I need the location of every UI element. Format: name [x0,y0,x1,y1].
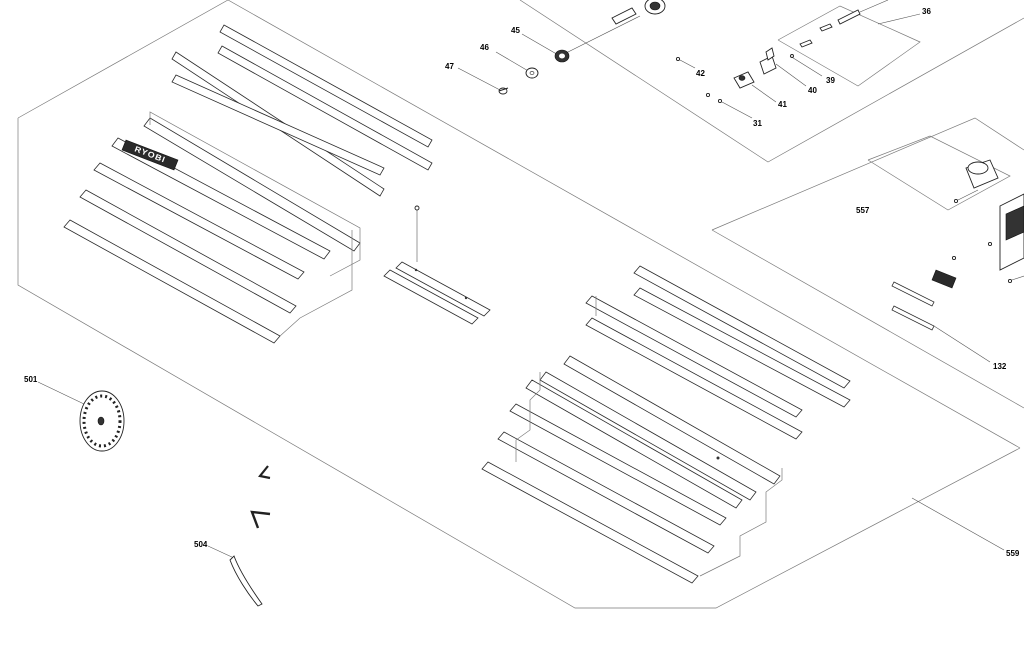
rail [585,317,803,440]
knob-icon [759,47,777,75]
hex-key-icon [250,510,271,529]
blade-guard-hardware [675,0,921,119]
rail [563,355,781,485]
fastener-hardware [457,0,666,95]
rail [497,431,715,554]
rail [79,189,297,314]
rail [143,117,361,252]
screw-icon [717,98,723,104]
right-rail-set [481,265,851,584]
hex-key-icon [258,465,271,480]
callout-labels: 36 39 40 41 31 42 45 46 47 557 132 501 5… [24,7,1020,558]
screw-icon [414,205,420,211]
callout-45: 45 [511,26,520,35]
rail [217,45,433,171]
ryobi-logo-plate [931,269,957,289]
rail [509,403,727,526]
rail [539,371,757,501]
callout-504: 504 [194,540,208,549]
rail [93,162,305,280]
callout-501: 501 [24,375,38,384]
callout-559: 559 [1006,549,1020,558]
screw-icon [498,87,509,95]
screw-icon [675,56,681,62]
callout-47: 47 [445,62,454,71]
rail [219,24,433,148]
screw-icon [1007,278,1013,284]
right-subassembly-outline [711,117,1024,409]
rail [525,379,743,509]
left-rail-set: RYOBI [63,24,433,344]
rail [585,295,803,418]
callout-557: 557 [856,206,870,215]
callout-39: 39 [826,76,835,85]
screw-icon [705,92,711,98]
saw-blade-icon [37,381,125,452]
shaft-icon [611,0,666,25]
rail [171,74,385,176]
washer-icon [525,67,539,79]
screw-icon [987,241,993,247]
callout-31: 31 [753,119,762,128]
top-right-subassembly-outline [519,0,1024,163]
rail [633,265,851,389]
bracket-icon [733,71,755,89]
rail [111,137,331,260]
motor-housing-hardware [891,159,1024,363]
callout-40: 40 [808,86,817,95]
callout-42: 42 [696,69,705,78]
bearing-icon [554,49,570,63]
callout-41: 41 [778,100,787,109]
riving-knife-icon [207,545,263,607]
connector-bars [383,205,491,325]
screw-icon [951,255,957,261]
callout-46: 46 [480,43,489,52]
callout-36: 36 [922,7,931,16]
extension-table-assembly-outline [17,0,1021,609]
motor-housing-icon [965,159,1024,271]
rail [481,461,699,584]
callout-132: 132 [993,362,1007,371]
screw-icon [953,198,959,204]
pin-icon [790,54,794,58]
rail [633,287,851,408]
rail [63,219,281,344]
